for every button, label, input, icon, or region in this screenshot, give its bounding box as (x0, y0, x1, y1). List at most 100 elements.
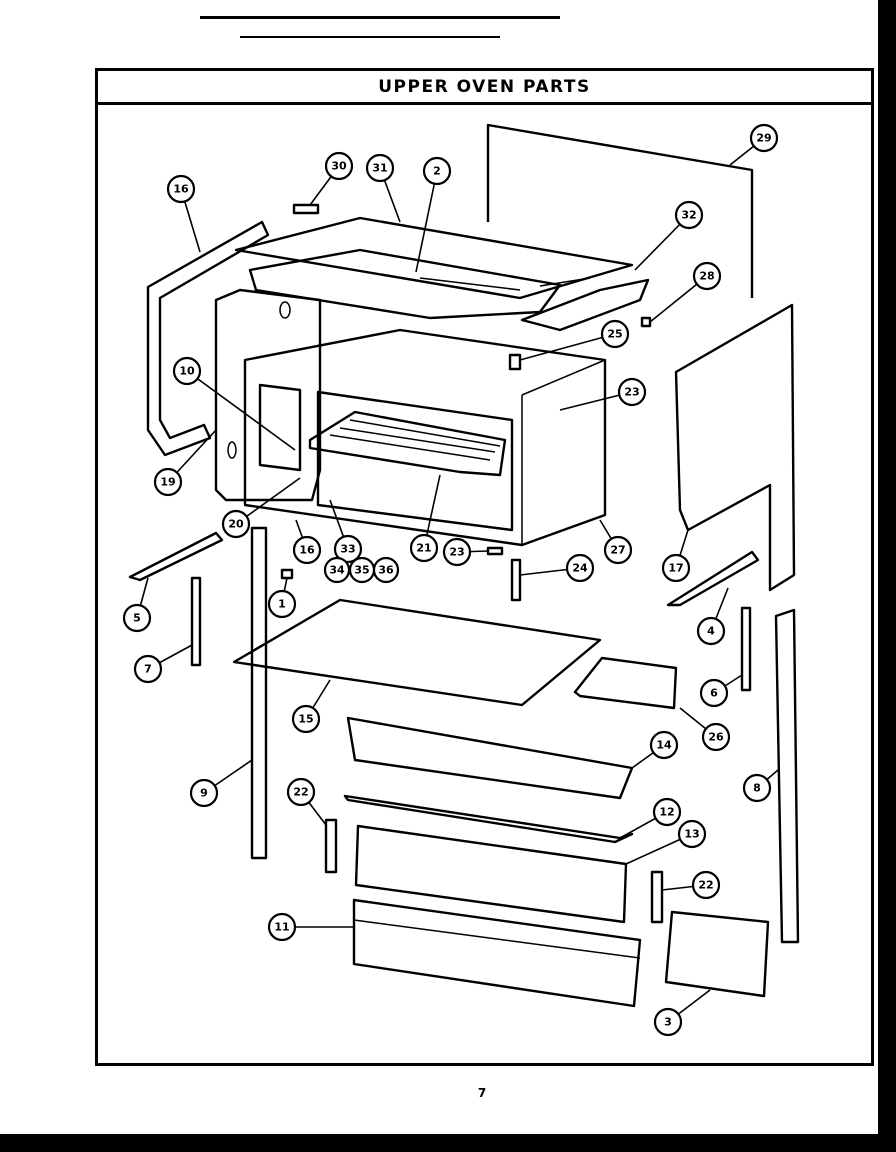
callout-13: 13 (677, 819, 707, 849)
svg-text:30: 30 (331, 160, 347, 173)
svg-text:15: 15 (298, 713, 313, 726)
part-4-trim (666, 550, 760, 607)
part-9-strip (250, 526, 268, 860)
svg-text:36: 36 (378, 564, 394, 577)
svg-text:7: 7 (144, 663, 152, 676)
callout-22-left: 22 (286, 777, 316, 807)
callout-26: 26 (701, 722, 731, 752)
svg-text:5: 5 (133, 612, 141, 625)
svg-text:16: 16 (299, 544, 315, 557)
scan-right-edge (878, 0, 896, 1152)
callout-30: 30 (324, 151, 354, 181)
callout-10: 10 (172, 356, 202, 386)
svg-text:3: 3 (664, 1016, 672, 1029)
callout-24: 24 (565, 553, 595, 583)
callout-17: 17 (661, 553, 691, 583)
svg-text:25: 25 (607, 328, 622, 341)
part-25-bracket (508, 353, 522, 371)
svg-text:23: 23 (624, 386, 639, 399)
callout-20: 20 (221, 509, 251, 539)
callout-23-upper: 23 (617, 377, 647, 407)
callout-33: 33 (333, 534, 363, 564)
svg-text:16: 16 (173, 183, 189, 196)
scan-top-noise (200, 16, 560, 19)
top-panels (234, 216, 650, 332)
svg-text:6: 6 (710, 687, 718, 700)
callout-36: 36 (372, 556, 400, 584)
callout-34: 34 (323, 556, 351, 584)
part-30-clip (292, 203, 320, 215)
part-6-strip (740, 606, 752, 692)
svg-text:2: 2 (433, 165, 441, 178)
callout-21: 21 (409, 533, 439, 563)
callout-3: 3 (653, 1007, 683, 1037)
part-14-panel (346, 716, 634, 800)
callout-2: 2 (422, 156, 452, 186)
part-5-trim (128, 531, 224, 582)
svg-text:17: 17 (668, 562, 683, 575)
svg-text:34: 34 (329, 564, 345, 577)
svg-text:35: 35 (354, 564, 369, 577)
svg-text:22: 22 (293, 786, 308, 799)
callout-28: 28 (692, 261, 722, 291)
callout-29: 29 (749, 123, 779, 153)
callout-32: 32 (674, 200, 704, 230)
part-15-bottom-panel (232, 598, 602, 707)
part-22-strip-right (650, 870, 664, 924)
svg-text:9: 9 (200, 787, 208, 800)
callout-31: 31 (365, 153, 395, 183)
callout-25: 25 (600, 319, 630, 349)
svg-text:33: 33 (340, 543, 355, 556)
part-3-plate (664, 910, 770, 998)
part-11-drawer (352, 898, 642, 1008)
svg-text:31: 31 (372, 162, 387, 175)
svg-text:24: 24 (572, 562, 588, 575)
svg-text:23: 23 (449, 546, 464, 559)
callout-16-middle: 16 (292, 535, 322, 565)
callout-5: 5 (122, 603, 152, 633)
part-13-panel (354, 824, 628, 924)
diagram-frame: UPPER OVEN PARTS (95, 68, 874, 1066)
title-bar: UPPER OVEN PARTS (98, 71, 871, 105)
svg-text:32: 32 (681, 209, 696, 222)
scan-top-noise-2 (240, 36, 500, 38)
callout-16-top: 16 (166, 174, 196, 204)
callout-14: 14 (649, 730, 679, 760)
callout-6: 6 (699, 678, 729, 708)
svg-text:21: 21 (416, 542, 431, 555)
callout-12: 12 (652, 797, 682, 827)
svg-text:12: 12 (659, 806, 674, 819)
svg-text:1: 1 (278, 598, 286, 611)
svg-text:11: 11 (274, 921, 289, 934)
callout-8: 8 (742, 773, 772, 803)
callout-1: 1 (267, 589, 297, 619)
svg-text:13: 13 (684, 828, 699, 841)
callout-23-lower: 23 (442, 537, 472, 567)
part-24-bracket (510, 558, 522, 602)
callout-4: 4 (696, 616, 726, 646)
callout-9: 9 (189, 778, 219, 808)
part-8-strip (774, 608, 800, 944)
svg-text:27: 27 (610, 544, 625, 557)
part-26-bracket (573, 656, 678, 710)
callout-19: 19 (153, 467, 183, 497)
callout-7: 7 (133, 654, 163, 684)
svg-text:8: 8 (753, 782, 761, 795)
svg-text:14: 14 (656, 739, 672, 752)
part-17-right-panel (674, 303, 796, 592)
part-19-side-wall (214, 288, 322, 502)
svg-text:4: 4 (707, 625, 715, 638)
callout-22-right: 22 (691, 870, 721, 900)
callout-15: 15 (291, 704, 321, 734)
part-7-strip (190, 576, 202, 667)
svg-text:28: 28 (699, 270, 714, 283)
svg-text:29: 29 (756, 132, 771, 145)
svg-text:19: 19 (160, 476, 175, 489)
oven-cavity (243, 328, 607, 547)
part-12-strip (343, 794, 634, 844)
svg-text:10: 10 (179, 365, 195, 378)
callout-11: 11 (267, 912, 297, 942)
part-16-left-panel (146, 220, 270, 457)
